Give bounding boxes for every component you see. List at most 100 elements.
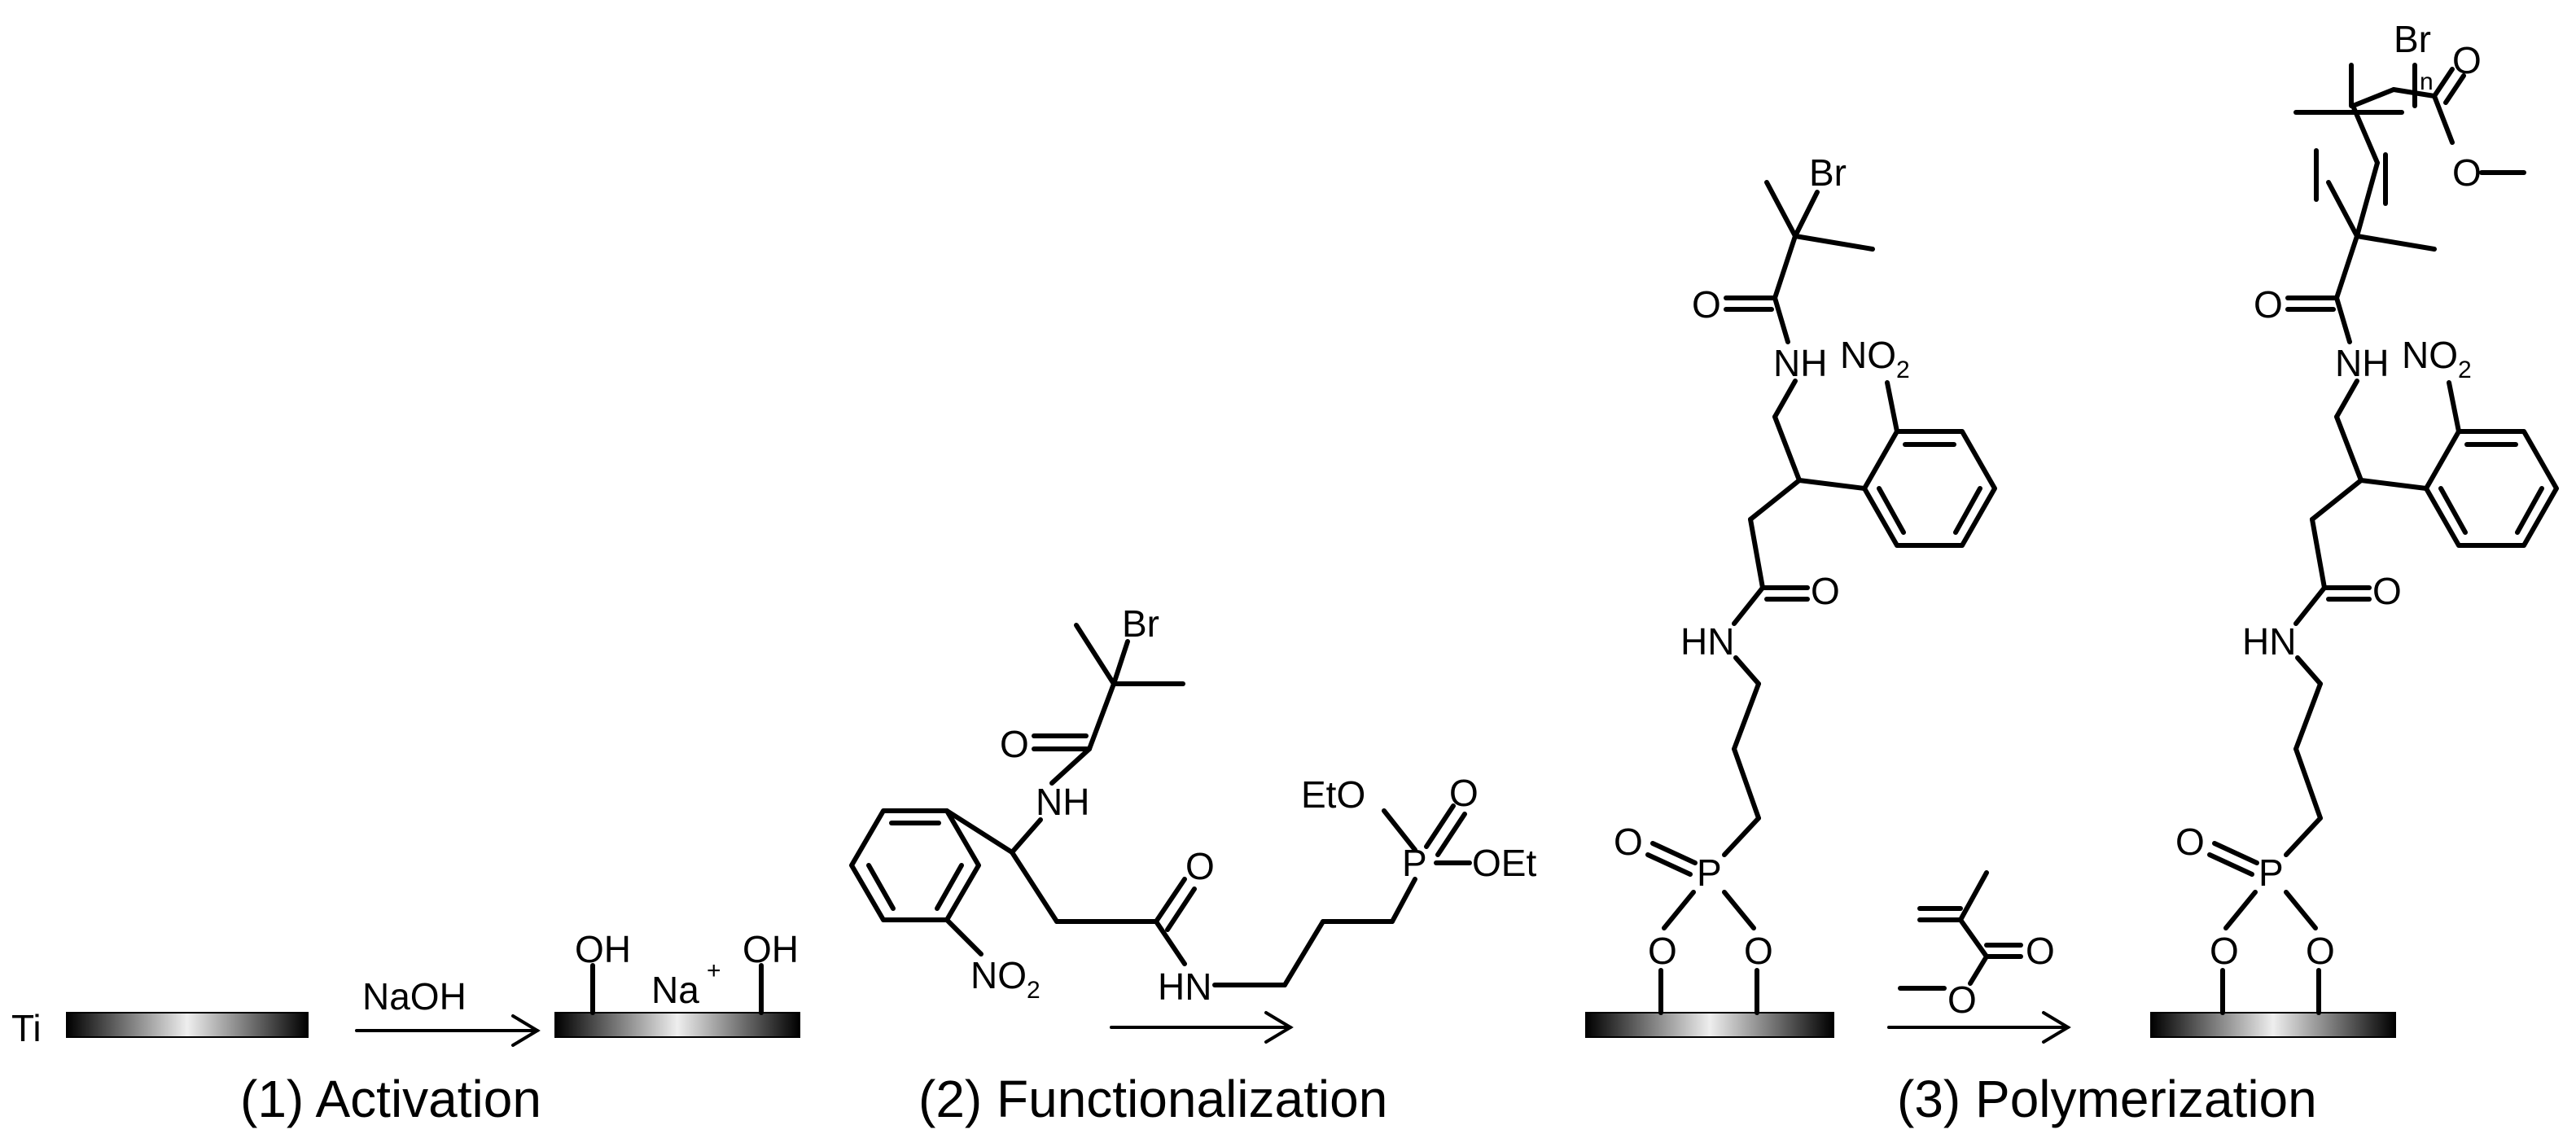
product-benzene-ring — [2424, 429, 2559, 548]
c-br-bond-3 — [1793, 190, 1820, 239]
product-aromatic-inner-bond-b — [2515, 486, 2544, 535]
product-nitro-label: NO2 — [2402, 334, 2472, 383]
p-double-o-bond-3a — [1650, 841, 1698, 865]
amide-c-to-hn-bond — [1154, 919, 1187, 966]
titanium-label: Ti — [11, 1007, 42, 1049]
activation-arrowhead — [511, 1014, 541, 1047]
aromatic-inner-bond-3b — [1953, 486, 1982, 535]
aromatic-inner-bond-3 — [935, 863, 964, 911]
product-phosphorus-label: P — [2258, 851, 2284, 894]
sodium-label: Na — [651, 969, 699, 1011]
bromine-label: Br — [1122, 602, 1159, 645]
nitro-label-3: NO2 — [1840, 334, 1910, 383]
aromatic-inner-bond-2 — [866, 863, 896, 911]
hydroxyl-label-2: OH — [743, 928, 799, 970]
product-ring-to-nitro-bond — [2447, 380, 2461, 434]
ch2-to-nh-bond — [1772, 379, 1798, 419]
activated-surface — [554, 1012, 800, 1038]
surface-bound-initiator: O O P O HN O NO2 NH O — [1585, 151, 2317, 1128]
hydroxyl-label-1: OH — [575, 928, 631, 970]
methyl-bond-3b — [1793, 234, 1875, 252]
product-methyl-bond-a — [2326, 180, 2359, 239]
product-bromine-label: Br — [2394, 18, 2431, 60]
polymer-brush-product: O O P O HN O NO2 NH O — [2150, 18, 2559, 1038]
phosphorus-label-3: P — [1697, 851, 1722, 894]
nh-to-co-bond-3 — [1772, 296, 1790, 344]
titanium-substrate — [66, 1012, 309, 1038]
naoh-reagent: NaOH — [362, 975, 467, 1018]
product-co-to-ch2-bond — [2310, 517, 2327, 590]
product-ch-to-ch2n-bond — [2334, 414, 2364, 483]
co-to-ch2-bond — [1748, 517, 1765, 590]
step-2-functionalization: NO2 NH O Br O HN P EtO O OEt — [849, 602, 1536, 1128]
methyl-bond-1 — [1074, 623, 1116, 686]
product-ch2-to-nh-bond — [2334, 379, 2359, 419]
product-methyl-bond-b — [2355, 234, 2437, 252]
nitro-label: NO2 — [970, 954, 1040, 1004]
benzene-ring — [849, 808, 981, 922]
mma-ester-oxygen-label: O — [1947, 978, 1977, 1021]
linker-bond-2 — [1732, 746, 1761, 821]
amide-nh-label: NH — [1036, 781, 1089, 823]
product-ch-to-ring-bond — [2359, 478, 2429, 491]
product-ester-co-double-bond-a — [2432, 67, 2455, 99]
co-to-quat-bond-3 — [1772, 234, 1798, 300]
c-br-bond — [1111, 639, 1130, 686]
propyl-bond-2 — [1282, 919, 1325, 987]
product-ester-o-bond — [2432, 94, 2455, 145]
grafted-surface — [2150, 1012, 2396, 1038]
benzene-ring-3 — [1862, 429, 1997, 548]
surface-oxygen-label-1: O — [1648, 930, 1677, 972]
phosphoryl-oxygen-label: O — [1449, 772, 1479, 814]
functionalization-arrowhead — [1264, 1011, 1294, 1044]
linker-bond-3 — [1732, 681, 1761, 751]
product-p-double-o-bond-b — [2207, 852, 2254, 877]
o-p-bond-2 — [1722, 890, 1756, 930]
mma-o-bond — [1968, 954, 1989, 986]
carbonyl-oxygen-label-3: O — [1692, 283, 1721, 326]
amide-oxygen-label-3: O — [1811, 570, 1840, 612]
product-ester-carbonyl-oxygen-label: O — [2452, 39, 2482, 81]
step-3-label: (3) Polymerization — [1897, 1070, 2317, 1128]
product-backbone-bond-1 — [2355, 160, 2380, 239]
aromatic-inner-bond-3c — [1877, 486, 1906, 535]
linker-bond-1 — [1722, 816, 1761, 857]
nitro-bond — [944, 917, 984, 957]
product-amide-nh-label: NH — [2335, 342, 2389, 384]
product-p-double-o-bond-a — [2212, 841, 2259, 865]
product-carbonyl-oxygen-label: O — [2254, 283, 2283, 326]
product-repeat-unit-n: n — [2420, 68, 2434, 95]
amide-co-bond-a — [1154, 877, 1187, 924]
product-co-to-quat-bond — [2334, 234, 2359, 300]
linker-to-hn-bond — [1733, 655, 1761, 686]
ch-to-ring-bond — [1797, 478, 1867, 491]
product-phosphoryl-oxygen-label: O — [2175, 821, 2205, 863]
mma-ester-bond — [1958, 917, 1989, 959]
product-amide-oxygen-label: O — [2372, 570, 2402, 612]
nh-to-carbonyl-bond — [1049, 746, 1092, 786]
polymerization-arrowhead — [2042, 1011, 2071, 1044]
product-ester-oxygen-label: O — [2452, 151, 2482, 194]
product-o-p-bond-1 — [2223, 890, 2258, 930]
product-aromatic-inner-bond-c — [2438, 486, 2468, 535]
functionalized-surface — [1585, 1012, 1834, 1038]
bromine-label-3: Br — [1809, 151, 1847, 194]
step-2-label: (2) Functionalization — [918, 1070, 1387, 1128]
product-surface-oxygen-label-1: O — [2210, 930, 2239, 972]
sodium-charge: + — [707, 957, 721, 984]
mma-carbonyl-oxygen-label: O — [2026, 930, 2055, 972]
product-backbone-bond-3 — [2350, 87, 2396, 108]
amide-oxygen-label: O — [1185, 845, 1215, 887]
amide-co-bond-b — [1165, 887, 1197, 932]
product-ch2-to-ch-bond — [2310, 478, 2364, 522]
carbonyl-to-quat-bond — [1087, 681, 1116, 751]
product-amide-hn-label: HN — [2242, 620, 2296, 663]
phosphoryl-oxygen-label-3: O — [1614, 821, 1643, 863]
ch-to-nh-bond — [1010, 817, 1043, 855]
product-nh-to-co-bond — [2334, 296, 2352, 344]
ethoxy-label-2: OEt — [1472, 842, 1536, 884]
p-double-o-bond-a — [1424, 803, 1456, 849]
product-hn-to-co-bond — [2293, 585, 2327, 626]
hn-to-co-bond — [1732, 585, 1765, 626]
